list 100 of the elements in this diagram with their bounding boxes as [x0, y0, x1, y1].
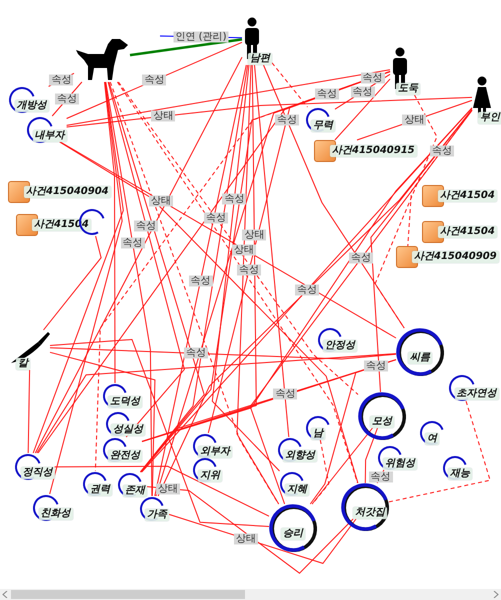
connector-line	[310, 359, 396, 504]
connector-line	[104, 82, 116, 384]
edge-label: 속성	[294, 284, 319, 296]
node-label: 씨름	[408, 352, 432, 364]
edge-label: 상태	[149, 195, 174, 206]
edge-label: 속성	[350, 86, 375, 98]
edge-label: 인연 (관리)	[174, 31, 228, 42]
node-label: 남편	[248, 53, 272, 65]
connector-line	[374, 94, 438, 328]
edge-label: 속성	[222, 194, 246, 205]
node-label: 지혜	[285, 484, 310, 496]
node-label: 외향성	[283, 450, 318, 462]
edge-label: 상태	[156, 483, 180, 494]
node-label: 승리	[281, 528, 306, 540]
node-label: 개방성	[14, 100, 49, 112]
node-label: 안정성	[323, 340, 358, 352]
connector-line	[130, 38, 242, 56]
node-label: 도덕성	[108, 396, 142, 408]
edge-label: 속성	[237, 264, 262, 276]
connector-line	[49, 82, 123, 494]
connector-line	[168, 514, 356, 564]
connector-line	[59, 142, 358, 484]
connector-line	[118, 82, 358, 395]
node-label: 재능	[448, 468, 472, 480]
connector-line	[110, 82, 279, 504]
node-label: 지위	[198, 470, 222, 482]
node-label: 사건41504	[438, 190, 497, 202]
node-label: 내부자	[32, 130, 67, 142]
node-label: 정직성	[20, 467, 55, 479]
connector-line	[272, 62, 308, 108]
connector-line	[66, 42, 242, 119]
node-label: 성실성	[111, 424, 146, 436]
connector-line	[43, 236, 102, 330]
connector-line	[108, 82, 185, 438]
connector-line	[254, 64, 290, 438]
connector-line	[263, 64, 405, 328]
edge-label: 상태	[234, 533, 258, 544]
edge-label: 속성	[364, 360, 388, 372]
edge-label: 상태	[242, 230, 266, 241]
connector-line	[407, 110, 472, 246]
node-label: 사건415040909	[412, 251, 499, 263]
edge-label: 속성	[360, 72, 385, 84]
node-label: 친화성	[38, 508, 73, 520]
node-label: 외부자	[198, 446, 232, 458]
edge-label: 상태	[402, 114, 426, 126]
connector-line	[212, 64, 280, 472]
edge-label: 속성	[368, 471, 393, 482]
connector-line	[60, 142, 396, 338]
edge-label: 속성	[204, 212, 228, 224]
node-label: 여	[425, 433, 440, 445]
node-label: 남	[311, 428, 326, 440]
node-label: 사건41504	[438, 226, 497, 238]
connector-line	[388, 400, 491, 502]
connector-line	[334, 78, 390, 140]
connector-line	[36, 353, 396, 454]
edge-label: 속성	[55, 94, 80, 104]
connector-line	[370, 109, 472, 392]
connector-line	[105, 82, 152, 496]
edge-label: 속성	[274, 114, 299, 126]
connector-line	[154, 64, 247, 496]
node-label: 사건415040904	[24, 186, 111, 198]
connector-line	[66, 69, 390, 126]
edge-label: 속성	[273, 388, 298, 400]
node-label: 무력	[311, 120, 336, 132]
connector-line	[356, 100, 472, 140]
edge-label: 속성	[184, 348, 208, 359]
edge-label: 속성	[188, 275, 212, 286]
connector-line	[28, 370, 30, 454]
node-label: 부인	[478, 112, 501, 124]
connector-line	[116, 82, 358, 484]
connector-line	[208, 71, 390, 434]
edge-label: 상태	[232, 244, 256, 255]
node-label: 처갓집	[353, 507, 388, 519]
connector-line	[312, 440, 330, 504]
connector-line	[236, 64, 280, 504]
node-label: 초자연성	[454, 388, 499, 400]
connector-line	[52, 82, 82, 116]
node-label: 권력	[88, 484, 112, 496]
connector-line	[54, 466, 270, 517]
edge-label: 속성	[134, 220, 158, 232]
edge-label: 속성	[314, 88, 339, 100]
connector-line	[50, 347, 396, 360]
connector-line	[146, 486, 354, 574]
connector-line	[364, 428, 378, 484]
node-label: 가족	[145, 509, 170, 521]
edge-label: 속성	[349, 252, 374, 264]
node-label: 위험성	[383, 458, 418, 470]
connector-line	[50, 352, 156, 496]
node-label: 완전성	[108, 450, 142, 462]
edge-label: 속성	[49, 74, 74, 86]
connector-line	[34, 56, 242, 454]
node-label: 존재	[123, 485, 148, 497]
connector-line	[376, 470, 384, 484]
edge-label: 속성	[120, 237, 145, 248]
connector-line	[50, 338, 270, 527]
connector-line	[312, 428, 373, 504]
edge-label: 속성	[142, 74, 166, 86]
connector-line	[66, 96, 472, 128]
node-label: 사건415040915	[330, 145, 417, 157]
edge-label: 속성	[430, 145, 454, 156]
